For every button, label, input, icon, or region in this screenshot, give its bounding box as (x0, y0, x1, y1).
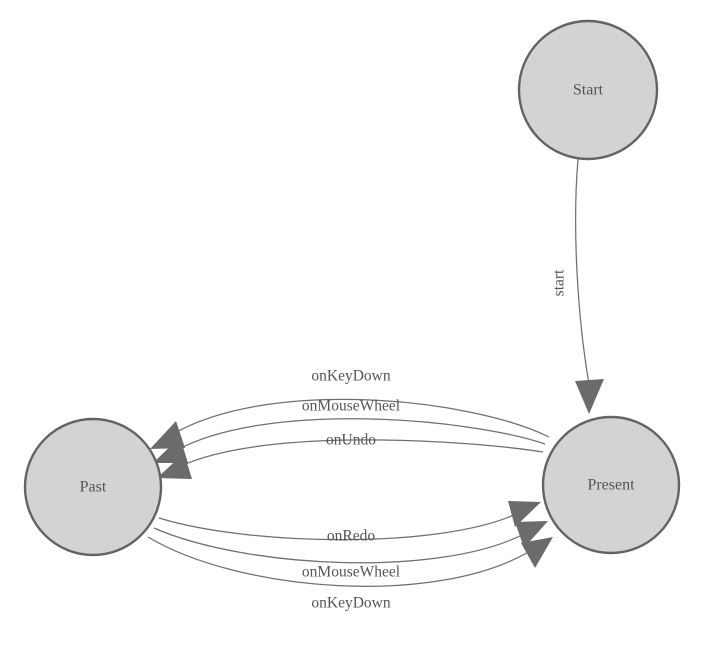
edge-past-to-present-onkeydown[interactable]: onKeyDown (147, 536, 553, 612)
edge-label-past-present-onkeydown: onKeyDown (311, 595, 390, 612)
edge-label-past-present-onredo: onRedo (327, 528, 375, 545)
edge-label-start: start (551, 269, 568, 296)
edge-path-present-past-onkeydown (172, 398, 550, 438)
edge-arrowhead-past-present-onredo (508, 501, 541, 527)
edge-arrowhead-start-present (575, 379, 604, 414)
edge-past-to-present-onredo[interactable]: onRedo (158, 501, 541, 545)
node-group: Start Past Present (23, 19, 681, 557)
edge-arrowhead-past-present-onmousewheel (515, 521, 548, 548)
edge-path-start-present (575, 158, 590, 385)
edge-label-present-past-onmousewheel: onMouseWheel (302, 398, 400, 415)
node-start[interactable]: Start (517, 19, 659, 161)
edge-arrowhead-present-past-onmousewheel (153, 437, 188, 463)
edge-label-present-past-onundo: onUndo (326, 432, 376, 449)
edge-path-past-present-onmousewheel (153, 527, 525, 564)
edge-path-present-past-onmousewheel (176, 418, 546, 451)
edge-label-past-present-onmousewheel: onMouseWheel (302, 564, 400, 581)
edge-path-past-present-onkeydown (147, 536, 531, 587)
node-past-label: Past (80, 479, 107, 496)
edge-path-present-past-onundo (180, 439, 544, 467)
node-present-circle (541, 415, 681, 555)
node-past-circle (23, 417, 163, 557)
node-present[interactable]: Present (541, 415, 681, 555)
edge-group: start onKeyDown onMouseWheel onUndo (147, 158, 604, 612)
edge-start-to-present[interactable]: start (551, 158, 604, 414)
edge-path-past-present-onredo (158, 513, 517, 541)
edge-arrowhead-present-past-onundo (157, 453, 192, 479)
node-past[interactable]: Past (23, 417, 163, 557)
edge-present-to-past-onundo[interactable]: onUndo (157, 432, 544, 479)
node-start-label: Start (573, 82, 604, 99)
node-start-circle (517, 19, 659, 161)
node-present-label: Present (587, 477, 635, 494)
edge-past-to-present-onmousewheel[interactable]: onMouseWheel (153, 521, 548, 581)
edge-present-to-past-onmousewheel[interactable]: onMouseWheel (153, 398, 546, 463)
edge-label-present-past-onkeydown: onKeyDown (311, 368, 390, 385)
edge-arrowhead-past-present-onkeydown (521, 537, 553, 568)
